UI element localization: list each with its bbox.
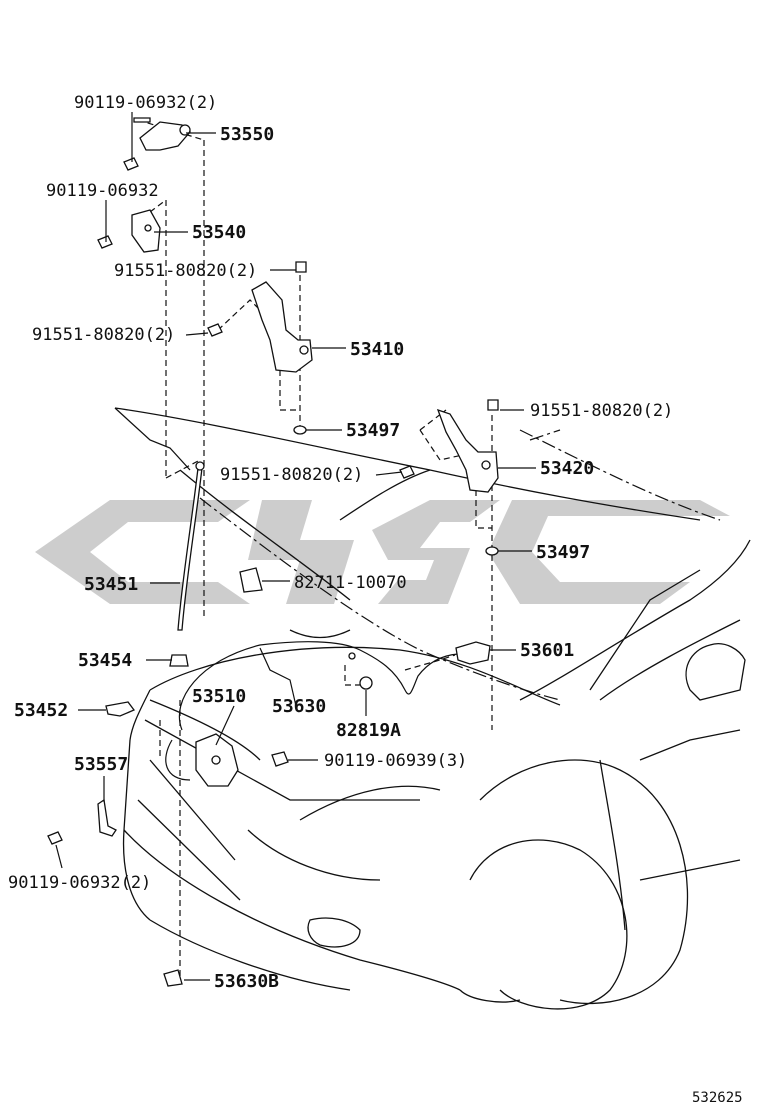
label-53497-upper: 53497	[346, 420, 400, 441]
part-53540-hinge-bracket	[131, 209, 161, 253]
label-82711-10070: 82711-10070	[294, 573, 407, 593]
label-53540: 53540	[192, 222, 246, 243]
part-53451-support-rod	[177, 461, 205, 631]
label-53550: 53550	[220, 124, 274, 145]
label-91551-80820-left: 91551-80820(2)	[32, 325, 175, 345]
label-53497-lower: 53497	[536, 542, 590, 563]
part-53420-hood-hinge	[436, 408, 499, 493]
hood-dashed-lines	[137, 119, 721, 980]
label-53601: 53601	[520, 640, 574, 661]
label-91551-80820-upper: 91551-80820(2)	[114, 261, 257, 281]
label-82819a: 82819A	[336, 720, 401, 741]
watermark-logo	[35, 500, 730, 604]
diagram-number: 532625	[692, 1090, 743, 1106]
part-53601-lever	[455, 641, 491, 665]
label-53420: 53420	[540, 458, 594, 479]
part-53630-release-cable	[165, 641, 459, 781]
part-82819a-grommet	[359, 676, 373, 690]
label-53410: 53410	[350, 339, 404, 360]
part-53510-hood-lock	[195, 733, 239, 787]
label-53557: 53557	[74, 754, 128, 775]
part-53454-holder	[169, 654, 189, 667]
label-91551-80820-middle: 91551-80820(2)	[220, 465, 363, 485]
label-90119-06932: 90119-06932	[46, 181, 159, 201]
label-53630b: 53630B	[214, 971, 279, 992]
part-53630b-clamp	[163, 969, 183, 987]
leader-lines	[55, 112, 536, 981]
bolt-icon	[47, 157, 499, 845]
label-53451: 53451	[84, 574, 138, 595]
part-53550-hinge	[133, 117, 191, 151]
label-53630: 53630	[272, 696, 326, 717]
label-53452: 53452	[14, 700, 68, 721]
part-53452-clip	[105, 701, 136, 717]
label-53510: 53510	[192, 686, 246, 707]
label-90119-06932-2-top: 90119-06932(2)	[74, 93, 217, 113]
label-90119-06932-2-bottom: 90119-06932(2)	[8, 873, 151, 893]
label-91551-80820-right: 91551-80820(2)	[530, 401, 673, 421]
label-53454: 53454	[78, 650, 132, 671]
label-90119-06939-3: 90119-06939(3)	[324, 751, 467, 771]
part-53410-hood-hinge	[251, 281, 313, 373]
part-53557-bracket	[97, 798, 117, 837]
part-82711-clamp	[239, 567, 263, 593]
car-body-outline	[114, 407, 751, 1010]
